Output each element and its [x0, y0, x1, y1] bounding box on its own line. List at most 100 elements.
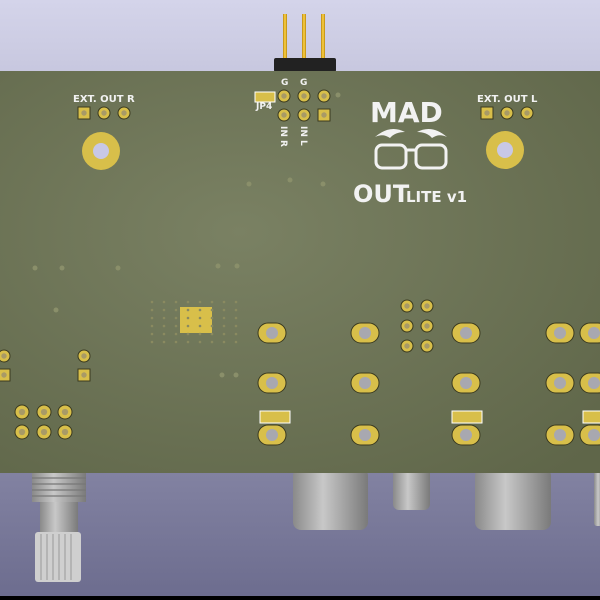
via	[210, 300, 214, 304]
via	[162, 308, 166, 312]
via	[210, 316, 214, 320]
pad-hole	[588, 327, 600, 339]
label-g-2: G	[300, 78, 307, 88]
via	[59, 265, 65, 271]
via	[115, 265, 121, 271]
via	[234, 340, 238, 344]
via	[198, 332, 202, 336]
via	[198, 324, 202, 328]
via	[234, 300, 238, 304]
via	[222, 324, 226, 328]
via	[215, 263, 221, 269]
via	[234, 308, 238, 312]
rca-jack-1	[293, 468, 368, 530]
via	[233, 372, 239, 378]
pad-hole	[121, 110, 127, 116]
via	[222, 308, 226, 312]
pad-hole	[359, 429, 371, 441]
capacitor	[393, 468, 430, 510]
rca-jack-2	[475, 468, 551, 530]
pad-hole	[1, 353, 7, 359]
via	[174, 324, 178, 328]
via	[234, 263, 240, 269]
pad-hole	[359, 377, 371, 389]
pad-hole	[266, 429, 278, 441]
via	[150, 308, 154, 312]
via	[53, 307, 59, 313]
svg-text:MAD: MAD	[370, 96, 443, 129]
pad-hole	[424, 303, 430, 309]
pad-hole	[460, 429, 472, 441]
via	[186, 332, 190, 336]
via	[222, 316, 226, 320]
via	[320, 181, 326, 187]
smd-jumper	[451, 410, 483, 424]
label-g-1: G	[281, 78, 288, 88]
bottom-bar	[0, 596, 600, 600]
via	[219, 372, 225, 378]
pad-hole	[18, 428, 26, 436]
pad-hole	[404, 303, 410, 309]
via	[186, 300, 190, 304]
via	[198, 316, 202, 320]
svg-text:OUT: OUT	[353, 180, 410, 208]
pad-hole	[81, 353, 87, 359]
pad-hole	[524, 110, 530, 116]
pad-hole	[460, 327, 472, 339]
pad-hole	[266, 327, 278, 339]
pad-hole	[40, 428, 48, 436]
pad-hole	[101, 110, 107, 116]
mounting-hole	[93, 143, 109, 159]
via	[246, 181, 252, 187]
pad-hole	[321, 93, 327, 99]
pad-hole	[266, 377, 278, 389]
via	[162, 316, 166, 320]
via	[162, 332, 166, 336]
via	[162, 300, 166, 304]
via	[198, 308, 202, 312]
via	[174, 340, 178, 344]
pad-hole	[61, 428, 69, 436]
pin-header	[274, 14, 336, 72]
pad-hole	[301, 93, 307, 99]
pad-hole	[321, 112, 327, 118]
label-in-l: IN L	[298, 126, 308, 146]
via	[234, 324, 238, 328]
via	[174, 300, 178, 304]
pad-hole	[81, 110, 87, 116]
via	[287, 177, 293, 183]
via	[222, 340, 226, 344]
via	[32, 265, 38, 271]
via	[335, 92, 341, 98]
via	[234, 332, 238, 336]
pad-hole	[40, 408, 48, 416]
pad-hole	[554, 377, 566, 389]
pad-hole	[359, 327, 371, 339]
pad-hole	[554, 327, 566, 339]
via	[174, 332, 178, 336]
pad-hole	[18, 408, 26, 416]
pad-hole	[424, 323, 430, 329]
pad-hole	[554, 429, 566, 441]
potentiometer	[32, 472, 86, 582]
pad-hole	[404, 343, 410, 349]
via	[234, 316, 238, 320]
via	[198, 340, 202, 344]
via	[162, 340, 166, 344]
via	[222, 300, 226, 304]
exposed-pad	[180, 307, 212, 333]
jumper-pad	[254, 91, 276, 103]
via	[186, 340, 190, 344]
via	[198, 300, 202, 304]
rca-jack-3	[594, 468, 600, 526]
pad-hole	[588, 429, 600, 441]
smd-jumper	[259, 410, 291, 424]
label-jp4: JP4	[255, 102, 272, 112]
pad-hole	[281, 93, 287, 99]
pad-hole	[301, 112, 307, 118]
pad-hole	[588, 377, 600, 389]
via	[150, 324, 154, 328]
via	[174, 308, 178, 312]
pad-hole	[404, 323, 410, 329]
